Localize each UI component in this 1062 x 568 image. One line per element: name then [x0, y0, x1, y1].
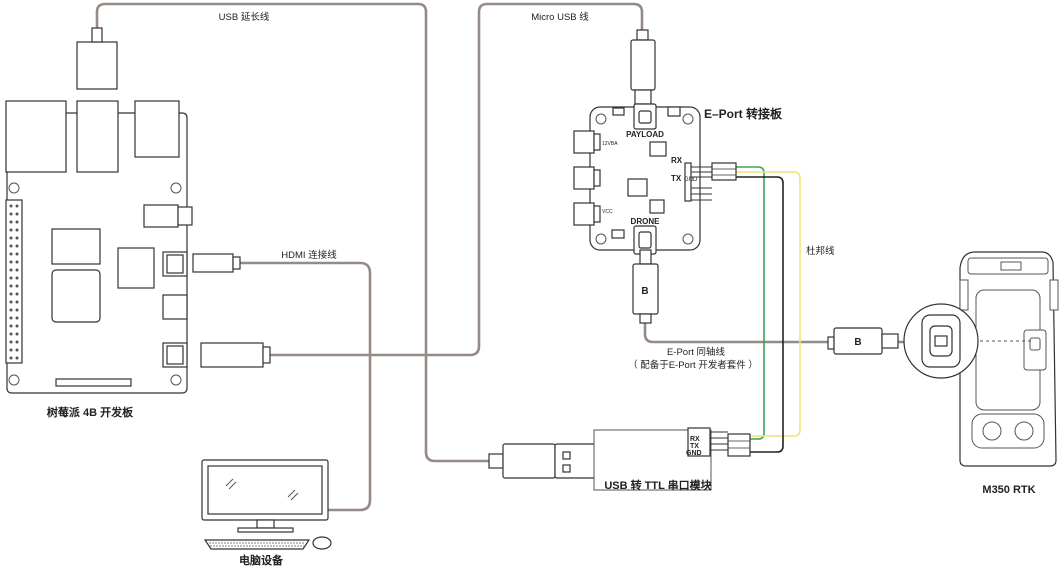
ttl-tx-mark: TX [690, 443, 699, 450]
gnd-mark: GND [684, 177, 698, 183]
m350-drone-body [903, 251, 1059, 467]
vbat-mark: 12VBA [602, 141, 618, 147]
drone-mark: DRONE [631, 217, 661, 226]
rx-mark: RX [671, 156, 683, 165]
usb-ttl-module-label: USB 转 TTL 串口模块 [604, 478, 712, 492]
usb-extension-cable [95, 2, 490, 463]
micro-usb-cable-label: Micro USB 线 [531, 11, 589, 23]
b-mark-vertical: B [641, 286, 648, 297]
computer-icon [201, 459, 332, 550]
vcc-mark: VCC [602, 209, 613, 215]
payload-mark: PAYLOAD [626, 130, 664, 139]
m350-label: M350 RTK [982, 484, 1035, 496]
eport-coax-note: （ 配备于E-Port 开发者套件 ） [628, 359, 758, 371]
computer-label: 电脑设备 [239, 553, 284, 567]
eport-board: PAYLOAD DRONE RX TX GND 12VBA VCC [573, 103, 737, 255]
eport-board-label: E–Port 转接板 [704, 106, 783, 121]
micro-usb-plug [630, 29, 656, 105]
ttl-gnd-mark: GND [686, 450, 702, 457]
raspberry-pi-label: 树莓派 4B 开发板 [47, 405, 134, 419]
dupont-cable-label: 杜邦线 [806, 245, 835, 257]
dupont-wires [735, 166, 801, 453]
usb-extension-cable-label: USB 延长线 [219, 11, 270, 23]
tx-mark: TX [671, 174, 682, 183]
ttl-rx-mark: RX [690, 436, 700, 443]
b-mark-horizontal: B [854, 337, 861, 348]
eport-coax-label: E-Port 同轴线 [667, 346, 726, 358]
usb-ttl-module: RX TX GND [488, 427, 751, 491]
hdmi-cable [236, 261, 372, 512]
coax-plug-horizontal: B [827, 327, 899, 355]
raspberry-pi-board [5, 27, 271, 394]
coax-plug-vertical: B [632, 249, 659, 324]
hdmi-cable-label: HDMI 连接线 [281, 249, 337, 261]
micro-usb-cable [268, 2, 644, 357]
